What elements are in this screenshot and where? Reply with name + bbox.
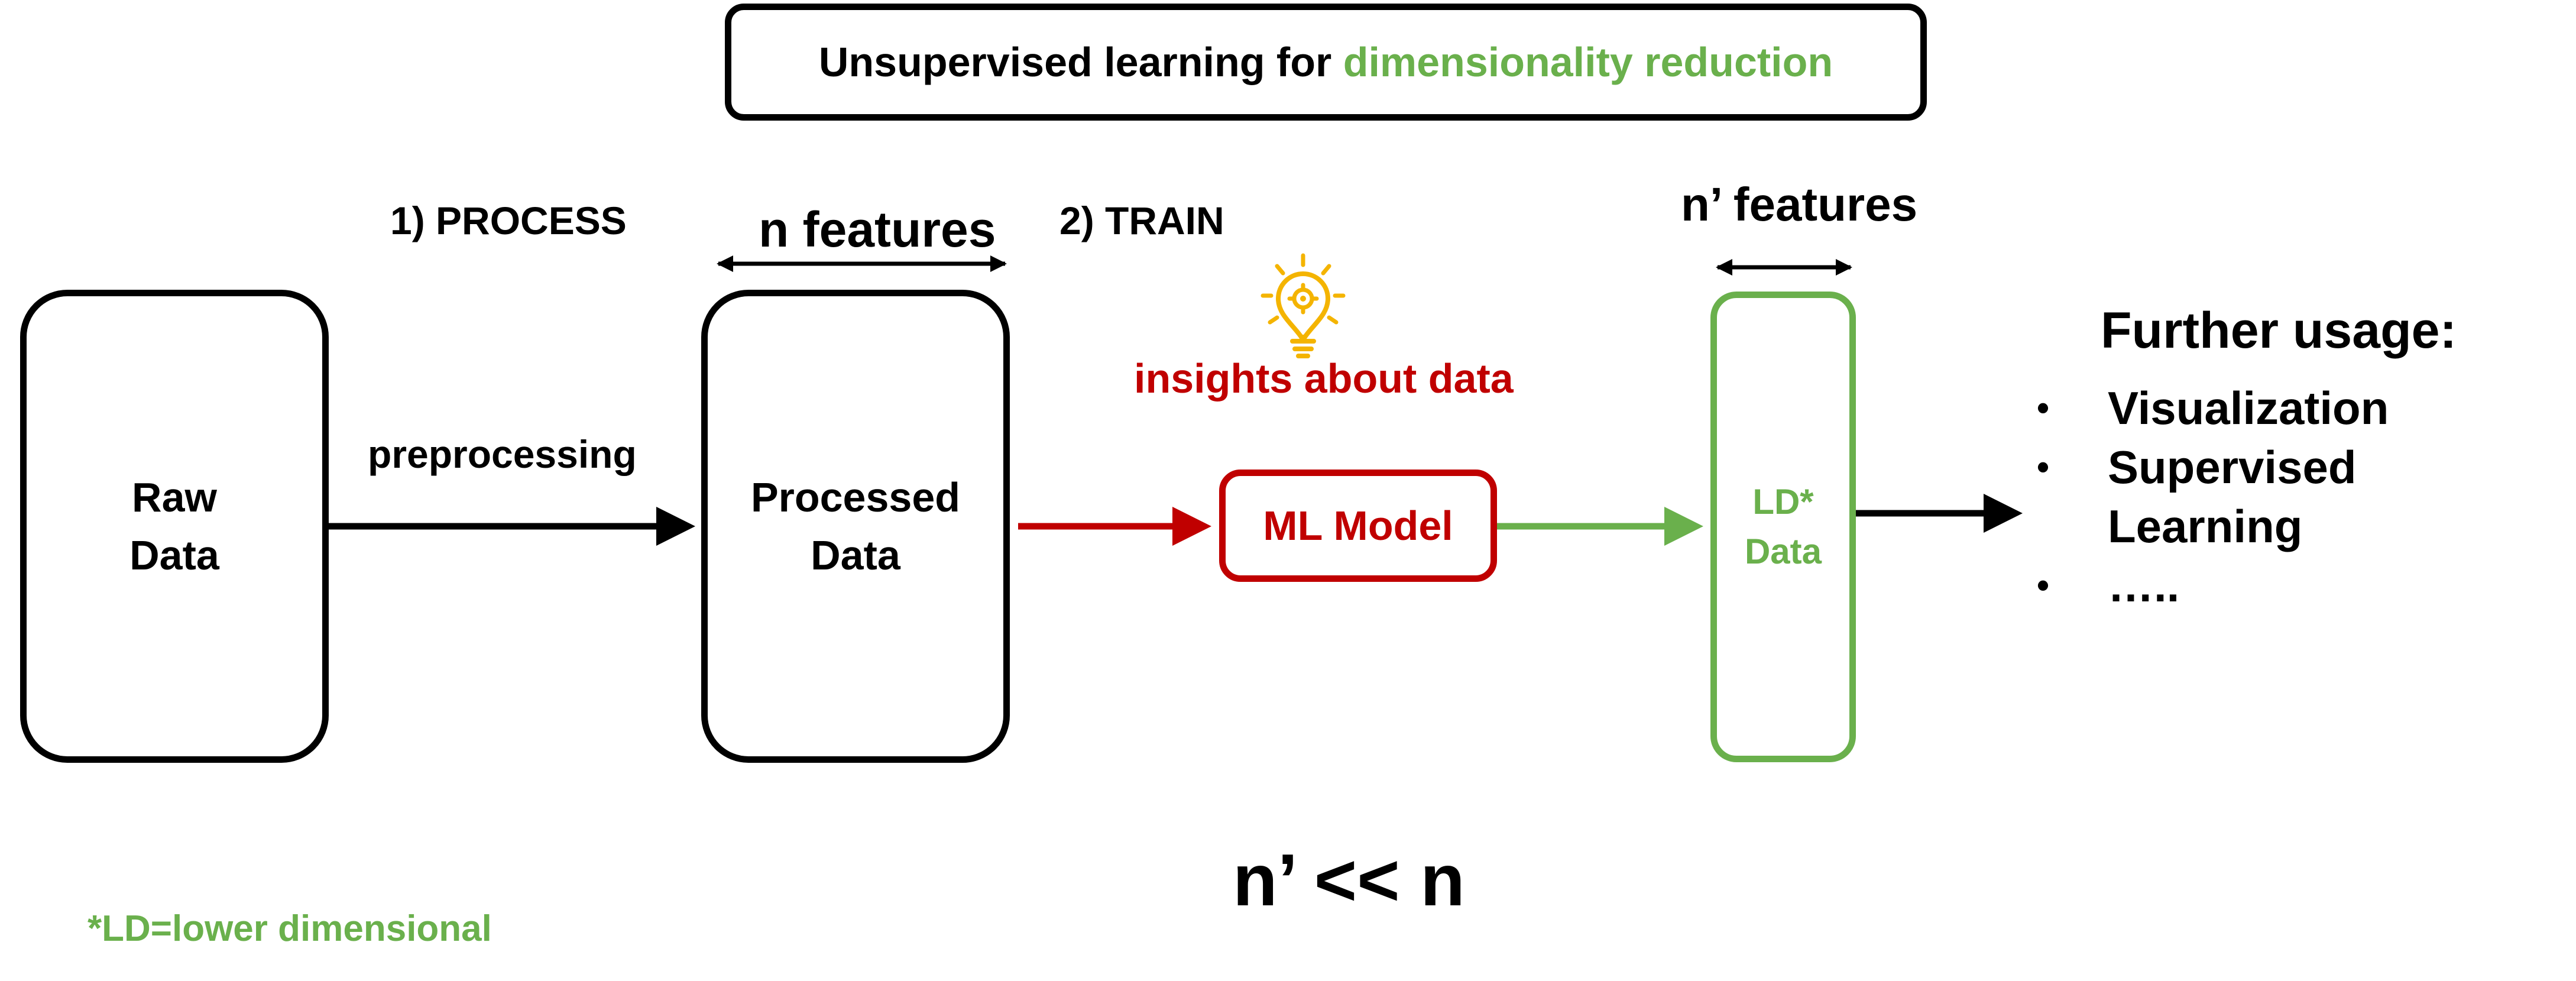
ld-data-box: LD* Data: [1710, 292, 1856, 762]
n-features-bracket: [717, 255, 1007, 272]
title-box: Unsupervised learning for dimensionality…: [725, 4, 1927, 121]
n-prime-features-bracket: [1716, 259, 1852, 276]
ld-data-line2: Data: [1744, 532, 1822, 571]
step-train-label: 2) TRAIN: [1059, 199, 1224, 242]
processed-data-line1: Processed: [750, 474, 961, 520]
raw-data-box: Raw Data: [20, 290, 329, 763]
usage-item: •…..: [2037, 559, 2180, 611]
processed-data-box: Processed Data: [701, 290, 1010, 763]
ml-model-label: ML Model: [1263, 503, 1453, 549]
further-usage-heading: Further usage:: [2101, 302, 2457, 359]
n-features-label: n features: [759, 202, 996, 257]
preprocessing-label: preprocessing: [368, 432, 637, 476]
processed-data-line2: Data: [811, 532, 900, 578]
usage-item-continued: Learning: [2108, 500, 2303, 552]
ld-data-line1: LD*: [1752, 482, 1814, 522]
usage-item: •Supervised: [2037, 441, 2357, 493]
raw-data-line2: Data: [129, 532, 219, 578]
ml-model-box: ML Model: [1219, 470, 1497, 582]
insights-label: insights about data: [1134, 355, 1514, 402]
footnote: *LD=lower dimensional: [88, 908, 492, 949]
step-process-label: 1) PROCESS: [390, 199, 627, 242]
usage-item: •Visualization: [2037, 382, 2389, 434]
further-usage-list: •Visualization •Supervised Learning •…..: [2037, 378, 2389, 615]
raw-data-line1: Raw: [132, 474, 217, 520]
relation-label: n’ << n: [1233, 840, 1465, 921]
n-prime-features-label: n’ features: [1681, 178, 1918, 231]
lightbulb-gear-icon: [1261, 253, 1346, 358]
title-highlight: dimensionality reduction: [1343, 39, 1833, 85]
title-prefix: Unsupervised learning for: [818, 39, 1332, 85]
